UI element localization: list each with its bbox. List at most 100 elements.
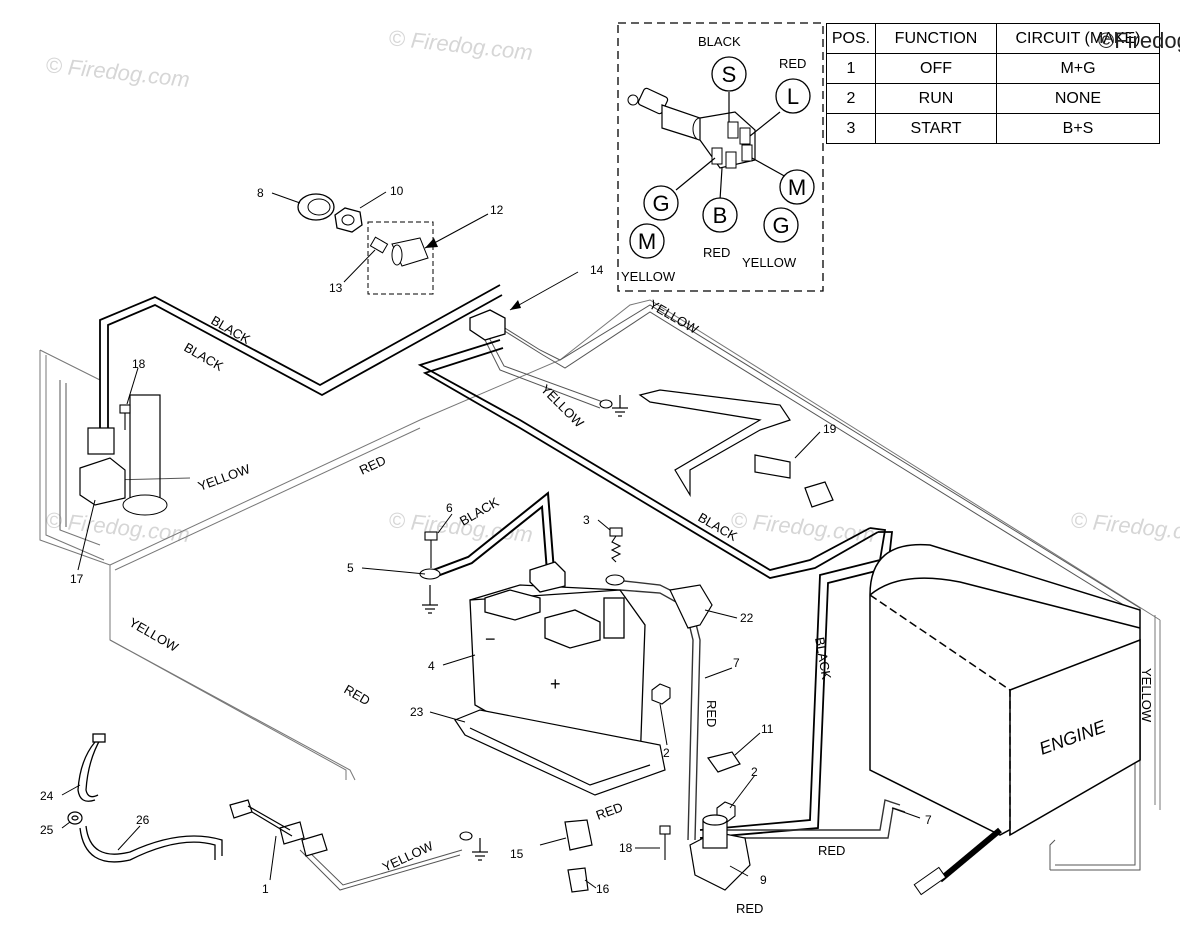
callout: 17 (70, 572, 84, 586)
red-wires (614, 579, 906, 841)
table-row: 2 RUN NONE (826, 83, 1160, 114)
terminal-boot-icon (564, 819, 593, 851)
ignition-switch-part (367, 221, 434, 295)
wire-label: RED (736, 901, 763, 916)
watermark: © Firedog.com (1069, 507, 1180, 547)
wire-color-label: RED (703, 245, 730, 260)
wire-label: BLACK (812, 636, 834, 681)
battery-tray-icon (454, 709, 666, 796)
wire-label: YELLOW (127, 615, 182, 655)
callout: 13 (329, 281, 343, 295)
ignition-switch-icon (627, 87, 756, 169)
svg-text:S: S (722, 62, 737, 87)
bolt-icon (119, 404, 131, 430)
ring-terminal-icon (459, 831, 473, 841)
table-row: 3 START B+S (826, 113, 1160, 144)
callout-numbers: 8 10 12 13 14 18 17 6 5 3 4 23 22 7 2 11… (40, 184, 932, 896)
callout: 3 (583, 513, 590, 527)
terminal-m: M (629, 223, 665, 259)
arrow-icon (425, 238, 521, 310)
svg-text:B: B (713, 203, 728, 228)
bolt-icon (419, 531, 441, 580)
connector-icon (469, 309, 506, 341)
callout: 4 (428, 659, 435, 673)
cover-icon (706, 751, 741, 773)
table-cell: NONE (996, 83, 1160, 114)
table-cell: 1 (826, 53, 876, 84)
solenoid-icon (689, 814, 751, 891)
callout: 9 (760, 873, 767, 887)
ground-icon (472, 838, 488, 861)
callout: 23 (410, 705, 424, 719)
callout: 1 (262, 882, 269, 896)
cable-icon (77, 733, 106, 802)
wire-label: RED (594, 799, 625, 822)
callout: 15 (510, 847, 524, 861)
watermark-overlay: ©Firedog (1098, 28, 1180, 53)
callout: 5 (347, 561, 354, 575)
column-header: FUNCTION (875, 23, 997, 54)
bracket-icon (638, 389, 834, 508)
table-cell: 2 (826, 83, 876, 114)
nut-icon (334, 207, 363, 233)
nut-icon (651, 683, 671, 705)
table-cell: START (875, 113, 997, 144)
bezel-ring-icon (297, 193, 335, 221)
callout: 22 (740, 611, 754, 625)
bolt-icon (605, 527, 625, 586)
callout: 19 (823, 422, 837, 436)
wire-label: YELLOW (196, 461, 253, 494)
wire-label: BLACK (182, 340, 227, 374)
cable-boot-icon (669, 584, 713, 629)
callout: 8 (257, 186, 264, 200)
callout: 11 (761, 722, 774, 736)
wire-label: RED (342, 682, 373, 709)
bolt-icon (659, 825, 671, 860)
callout: 14 (590, 263, 604, 277)
wire-color-label: YELLOW (621, 269, 676, 284)
callout: 10 (390, 184, 404, 198)
switch-detail-box: S L G B M G M BLACK RED RED YELLOW (617, 22, 824, 292)
ground-icon (612, 395, 628, 417)
watermark: © Firedog.com (387, 25, 533, 65)
engine-cable (913, 827, 1002, 896)
cable-icon (79, 825, 223, 863)
callout: 18 (619, 841, 633, 855)
terminal-boot-icon (567, 867, 589, 893)
callout: 2 (663, 746, 670, 760)
seat-switch-icon (79, 394, 168, 516)
svg-text:+: + (550, 674, 561, 694)
ring-terminal-icon (599, 399, 613, 409)
table-cell: 3 (826, 113, 876, 144)
table-row: 1 OFF M+G (826, 53, 1160, 84)
engine-block: ENGINE (869, 543, 1141, 837)
terminal-g: G (643, 185, 679, 221)
table-cell: B+S (996, 113, 1160, 144)
wire-label: RED (818, 843, 845, 858)
wire-color-label: BLACK (698, 34, 741, 49)
svg-text:L: L (787, 84, 799, 109)
table-cell: RUN (875, 83, 997, 114)
wire-label: YELLOW (538, 382, 587, 431)
terminal-s: S (711, 56, 747, 92)
wire-color-label: YELLOW (742, 255, 797, 270)
battery-cable (428, 491, 555, 580)
clamp-icon (67, 811, 83, 825)
svg-text:G: G (652, 191, 669, 216)
switch-position-table: POS. FUNCTION CIRCUIT (MAKE) 1 OFF M+G 2… (826, 23, 1160, 144)
watermark: © Firedog.com (44, 52, 190, 92)
callout: 7 (925, 813, 932, 827)
harness-connector-icon (229, 799, 328, 857)
wire-label: YELLOW (647, 297, 702, 337)
callout: 6 (446, 501, 453, 515)
wire-label: YELLOW (380, 838, 436, 875)
callout: 12 (490, 203, 504, 217)
svg-text:M: M (638, 229, 656, 254)
ground-icon (422, 585, 438, 614)
callout: 7 (733, 656, 740, 670)
wire-label: YELLOW (1139, 668, 1154, 723)
callout: 24 (40, 789, 54, 803)
svg-text:−: − (485, 629, 496, 649)
callout: 2 (751, 765, 758, 779)
